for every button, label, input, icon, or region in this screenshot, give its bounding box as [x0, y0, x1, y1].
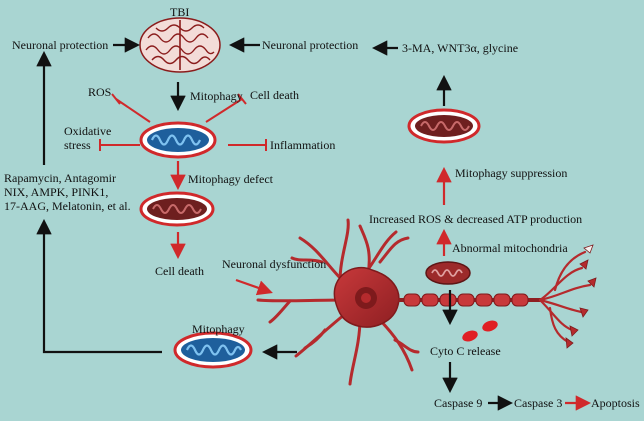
mitochondria-abnormal-icon: [425, 261, 471, 285]
label-mitophagy-suppression: Mitophagy suppression: [455, 166, 568, 180]
mitochondria-suppressed-icon: [407, 108, 481, 144]
arrow-death-to-neuron: [235, 278, 273, 296]
black-arrows: [36, 37, 514, 411]
label-caspase3: Caspase 3: [514, 396, 563, 410]
label-ros-atp: Increased ROS & decreased ATP production: [369, 212, 583, 226]
label-abnormal-mitochondria: Abnormal mitochondria: [452, 241, 568, 255]
brain-icon: [139, 17, 221, 73]
label-caspase9: Caspase 9: [434, 396, 483, 410]
label-neuronal-protection-left: Neuronal protection: [12, 38, 109, 52]
label-tbi: TBI: [170, 5, 190, 19]
label-mitophagy-defect: Mitophagy defect: [188, 172, 273, 186]
label-mitophagy-top: Mitophagy: [190, 89, 243, 103]
arrow-mitophagy-loop: [36, 218, 162, 354]
label-cell-death-mid: Cell death: [155, 264, 204, 278]
label-inflammation: Inflammation: [270, 138, 336, 152]
label-drugs: Rapamycin, Antagomir NIX, AMPK, PINK1, 1…: [4, 171, 131, 213]
label-ros: ROS: [88, 85, 112, 99]
mitochondria-healthy-top-icon: [139, 121, 217, 159]
label-neuronal-protection-right: Neuronal protection: [262, 38, 359, 52]
label-mitophagy-bottom: Mitophagy: [192, 322, 245, 336]
label-cell-death-top: Cell death: [250, 88, 299, 102]
mitochondria-damaged-icon: [139, 191, 215, 227]
neuron-icon: [256, 218, 597, 386]
label-neuronal-dysfunction: Neuronal dysfunction: [222, 257, 327, 271]
label-oxidative-stress: Oxidative stress: [64, 124, 112, 152]
mitochondria-healthy-bottom-icon: [173, 331, 253, 369]
cyto-c-icon: [462, 320, 498, 342]
label-cyto-c: Cyto C release: [430, 344, 501, 358]
inhibition-lines: [99, 93, 267, 151]
label-apoptosis: Apoptosis: [591, 396, 640, 410]
label-inducers: 3-MA, WNT3α, glycine: [402, 41, 519, 55]
inhibit-ros: [115, 98, 151, 123]
red-arrows: [170, 161, 592, 411]
inhibit-cell-death: [205, 98, 243, 123]
